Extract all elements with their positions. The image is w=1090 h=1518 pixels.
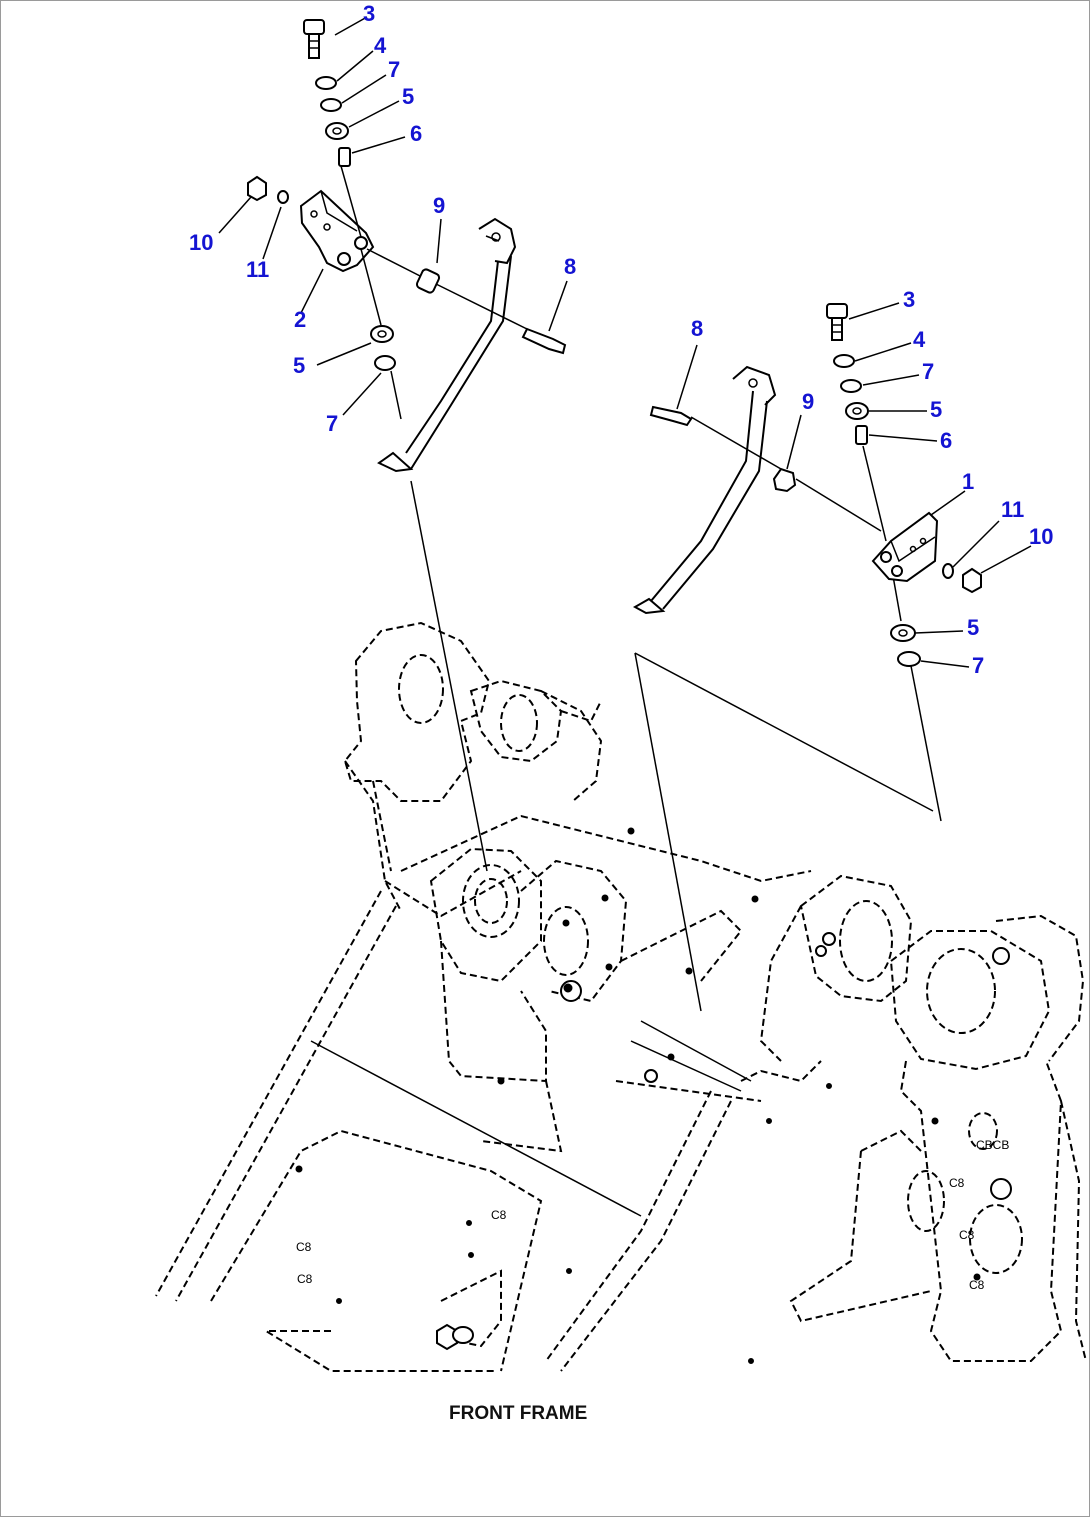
callout-cushion-top-lower: 5: [930, 397, 942, 422]
callout-spring-washer-lower: 4: [913, 327, 926, 352]
clamp-part: [415, 268, 441, 294]
diagram-caption: FRONT FRAME: [449, 1403, 587, 1424]
upper-left-assembly: [247, 19, 567, 872]
callout-bolt-lower: 3: [903, 287, 915, 312]
collar-part: [338, 147, 351, 167]
svg-text:C8: C8: [297, 1272, 313, 1286]
callout-clamp-lower: 9: [802, 389, 814, 414]
callout-connector-lower: 8: [691, 316, 703, 341]
callout-connector-upper: 8: [564, 254, 576, 279]
callout-cushion-bottom-upper: 5: [293, 353, 305, 378]
callout-nut-lower: 10: [1029, 524, 1053, 549]
callout-washer-bottom-upper: 7: [326, 411, 338, 436]
callout-bracket-lower: 1: [962, 469, 974, 494]
bolt-part: [303, 19, 325, 59]
callout-labels: 3 4 7 5 6 10 11 2 9 8 5 7 3 4 7 5 6 1 11…: [189, 1, 1053, 678]
leader-lines: [218, 16, 1032, 668]
svg-text:C8: C8: [491, 1208, 507, 1222]
callout-nut-upper: 10: [189, 230, 213, 255]
front-frame: C8 C8 C8 CBCB C8 C8 C8: [155, 621, 1087, 1372]
svg-text:C8: C8: [959, 1228, 975, 1242]
spring-washer-part: [315, 76, 337, 90]
bracket-part: [299, 189, 375, 273]
bracket-1-part: [871, 511, 939, 583]
lock-washer-part: [277, 190, 289, 204]
cushion-part: [325, 122, 349, 140]
connector-part: [521, 327, 567, 355]
lower-right-assembly: [632, 303, 982, 1012]
callout-lock-washer-lower: 11: [1001, 497, 1024, 522]
callout-washer-bottom-lower: 7: [972, 653, 984, 678]
bolt-part-right: [826, 303, 848, 341]
washer-bottom-part: [374, 355, 396, 371]
callout-spring-washer-upper: 4: [374, 33, 387, 58]
callout-clamp-upper: 9: [433, 193, 445, 218]
callout-washer-top-upper: 7: [388, 57, 400, 82]
nut-part: [247, 175, 267, 202]
svg-text:C8: C8: [296, 1240, 312, 1254]
cushion-bottom-part: [370, 325, 394, 343]
callout-bracket-upper: 2: [294, 307, 306, 332]
callout-cushion-bottom-lower: 5: [967, 615, 979, 640]
callout-washer-top-lower: 7: [922, 359, 934, 384]
svg-text:C8: C8: [949, 1176, 965, 1190]
callout-lock-washer-upper: 11: [246, 257, 269, 282]
callout-bolt-upper: 3: [363, 1, 375, 26]
callout-cushion-top-upper: 5: [402, 84, 414, 109]
callout-collar-upper: 6: [410, 121, 422, 146]
callout-collar-lower: 6: [940, 428, 952, 453]
washer-part: [320, 98, 342, 112]
svg-text:C8: C8: [969, 1278, 985, 1292]
svg-text:CBCB: CBCB: [976, 1138, 1009, 1152]
